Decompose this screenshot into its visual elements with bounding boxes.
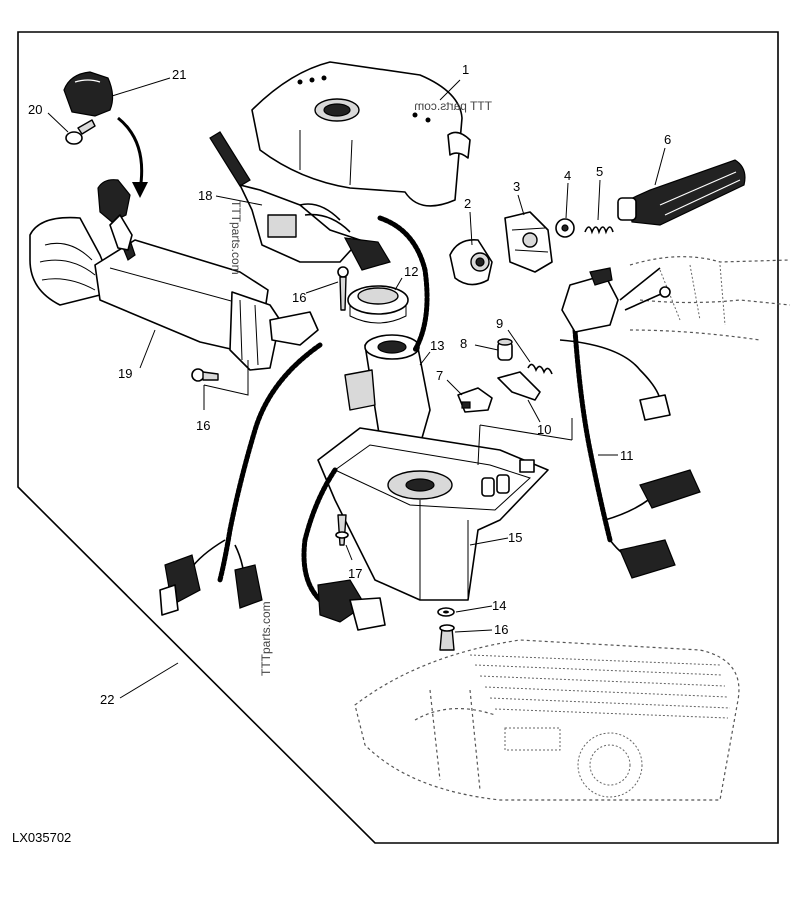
callout-6: 6 [664,132,671,147]
part-5-spring [584,226,614,235]
wiring-harness-top [377,215,430,353]
knob-fitment-arrow [117,116,148,198]
callout-1: 1 [462,62,469,77]
watermark-bottom: TTTparts.com [259,601,273,676]
callout-16-upper: 16 [292,290,306,305]
hand-ghost-outline [629,256,791,341]
wiring-harness-center [301,467,386,631]
part-2-switch-body [449,238,493,286]
figure-reference-code: LX035702 [12,830,71,845]
watermark-left: TTTparts.com [229,200,243,275]
callout-3: 3 [513,179,520,194]
part-15-lower-housing [317,427,549,601]
part-13-column-tube [344,334,431,446]
part-12-bearing-ring [347,285,409,324]
part-14-washer [437,607,455,617]
callout-18: 18 [198,188,212,203]
part-8-bushing [497,338,513,361]
callout-13: 13 [430,338,444,353]
part-16-bolt-bottom [439,624,455,651]
callout-20: 20 [28,102,42,117]
callout-16-left: 16 [196,418,210,433]
part-3-switch-plate [504,211,553,273]
part-19-lever-housing [29,216,319,371]
installed-knob [97,179,133,251]
part-18-multifunction-switch [209,131,391,271]
callout-19: 19 [118,366,132,381]
callout-7: 7 [436,368,443,383]
callout-labels: 1 2 3 4 5 6 7 8 9 10 11 12 13 14 15 16 1… [28,62,671,707]
callout-11: 11 [620,448,634,463]
callout-15: 15 [508,530,522,545]
callout-9: 9 [496,316,503,331]
part-17-screw [335,514,349,546]
dashboard-ghost-outline [354,639,740,801]
callout-17: 17 [348,566,362,581]
part-10-detent-plate [497,371,541,401]
part-7-microswitch [457,387,493,413]
callout-22: 22 [100,692,114,707]
part-16-screw-left [191,368,219,382]
callout-21: 21 [172,67,186,82]
part-20-screw [65,119,96,145]
part-21-knob [63,71,114,117]
callout-12: 12 [404,264,418,279]
callout-14: 14 [492,598,506,613]
leader-lines [47,77,666,699]
part-9-spring [527,363,553,375]
callout-10: 10 [537,422,551,437]
callout-4: 4 [564,168,571,183]
part-6-lever-grip [617,159,746,226]
part-4-clip-washer [555,218,575,238]
callout-16-bottom: 16 [494,622,508,637]
watermark-top-right: TTT parts.com [414,99,492,113]
part-1-upper-cover [251,61,471,207]
diagram-frame [17,31,779,844]
callout-8: 8 [460,336,467,351]
part-16-screw-upper [337,266,349,311]
part-11-wiring-harness-right [559,267,701,579]
wiring-harness-left [159,342,323,616]
callout-5: 5 [596,164,603,179]
callout-2: 2 [464,196,471,211]
